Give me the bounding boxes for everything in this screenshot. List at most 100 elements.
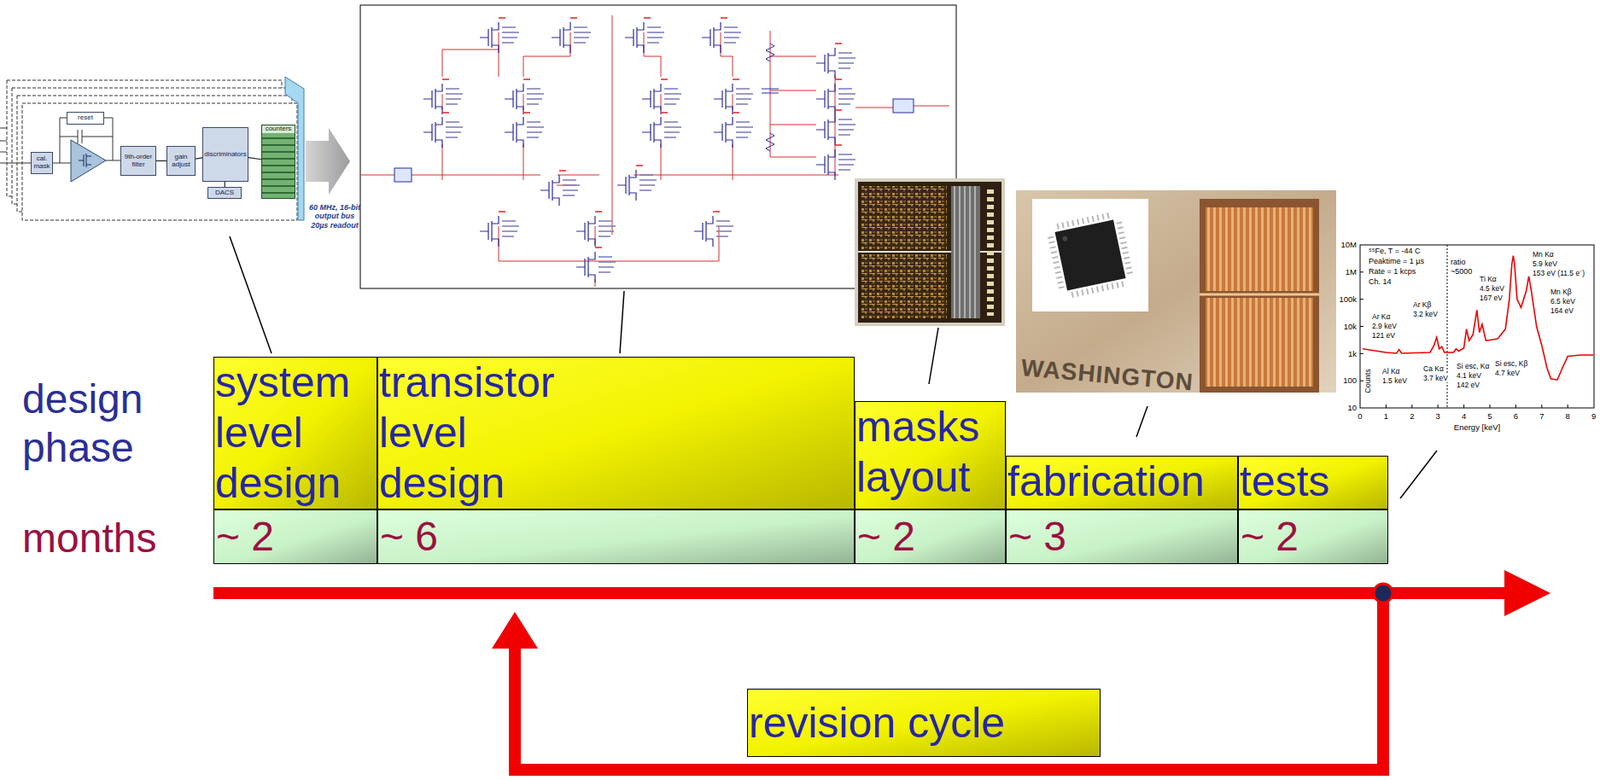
block-box: reset	[66, 111, 105, 125]
block-diagram	[70, 140, 106, 182]
box-text: ~ 3	[1006, 513, 1238, 562]
tick-label: 9	[1591, 411, 1596, 421]
phase-box: masks layout	[854, 401, 1006, 510]
peak-label: Ti Kα	[1479, 274, 1497, 284]
transistor-schematic	[551, 17, 591, 53]
counter-box: counters	[261, 124, 296, 199]
peak-label: 1.5 keV	[1382, 376, 1408, 386]
coin-text: WASHINGTON	[1020, 353, 1196, 398]
peak-label: 3.2 keV	[1413, 309, 1438, 319]
block-box: DACS	[207, 186, 242, 199]
peak-label: Mn Kα	[1532, 250, 1554, 259]
transistor-schematic	[423, 79, 463, 115]
months-box: ~ 3	[1005, 509, 1238, 565]
row-label: design phase	[22, 375, 143, 473]
transistor-schematic	[394, 168, 412, 182]
chip-die-photo	[858, 181, 1002, 323]
box-text: discriminators	[203, 151, 248, 159]
transistor-schematic	[423, 112, 463, 148]
peak-label: Si esc, Kβ	[1494, 359, 1528, 368]
timeline-arrow	[213, 570, 1551, 771]
peak-label: Ar Kβ	[1413, 300, 1431, 310]
axis-title: Counts	[1363, 368, 1373, 394]
peak-label: 4.1 keV	[1456, 371, 1482, 380]
box-text: 9th-order filter	[121, 153, 156, 170]
plot-note: Ch. 14	[1368, 277, 1392, 287]
transistor-schematic	[816, 110, 856, 146]
transistor-schematic	[816, 145, 856, 181]
timeline-arrow	[213, 587, 1512, 600]
fabricated-chip-photo	[1054, 219, 1126, 291]
months-box: ~ 2	[854, 509, 1006, 565]
peak-label: 121 eV	[1372, 331, 1396, 340]
transistor-schematic	[713, 79, 754, 115]
spectrum-plot	[1447, 245, 1449, 409]
tick-label: 6	[1513, 411, 1519, 421]
block-diagram	[0, 163, 31, 164]
peak-label: 2.9 keV	[1372, 321, 1397, 331]
transistor-schematic	[504, 112, 544, 148]
phase-box: transistor level design	[377, 356, 855, 510]
tick-label: 1	[1383, 411, 1389, 421]
transistor-schematic	[479, 17, 520, 53]
transistor-schematic	[540, 170, 580, 206]
plot-note: ratio	[1450, 257, 1466, 268]
plot-note: ⁵⁵Fe, T = -44 C	[1368, 246, 1420, 257]
plot-note: ~5000	[1450, 267, 1472, 277]
peak-label: 167 eV	[1479, 293, 1503, 303]
peak-label: 6.5 keV	[1550, 297, 1576, 306]
block-box: gain adjust	[166, 145, 196, 176]
chip-die-photo	[854, 178, 1005, 327]
box-text: counters	[262, 125, 295, 134]
transistor-schematic	[893, 99, 914, 113]
peak-label: 3.7 keV	[1423, 373, 1449, 383]
fabricated-chip-photo	[1048, 213, 1132, 297]
block-diagram	[59, 129, 113, 144]
wire	[248, 157, 262, 160]
block-box: discriminators	[202, 127, 249, 182]
block-diagram	[305, 128, 351, 195]
tick-label: 0	[1357, 411, 1362, 421]
box-text: tests	[1238, 456, 1388, 508]
timeline-arrow	[491, 612, 538, 649]
fabricated-chip-photo	[1205, 207, 1314, 292]
block-diagram	[0, 76, 351, 221]
tick-label: 7	[1539, 411, 1544, 421]
transistor-schematic	[713, 112, 754, 148]
transistor-schematic	[360, 5, 957, 289]
box-text: ~ 2	[1238, 513, 1388, 562]
months-box: ~ 2	[213, 509, 378, 565]
revision-box: revision cycle	[747, 689, 1101, 758]
transistor-schematic	[701, 17, 742, 53]
tick-label: 100	[1343, 375, 1357, 386]
spectrum-plot	[1360, 272, 1568, 409]
plot-note: Rate = 1 kcps	[1368, 267, 1416, 277]
months-box: ~ 6	[377, 509, 855, 565]
phase-box: system level design	[213, 356, 378, 510]
spectrum-plot	[1360, 245, 1595, 409]
chip-die-photo	[861, 186, 947, 251]
peak-label: 4.5 keV	[1479, 284, 1505, 293]
timeline-arrow	[1504, 570, 1551, 617]
fabricated-chip-photo	[1048, 213, 1132, 297]
transistor-schematic	[617, 165, 657, 201]
peak-label: Si esc, Kα	[1456, 362, 1490, 371]
transistor-schematic	[816, 79, 856, 115]
box-text: gain adjust	[167, 153, 195, 170]
peak-label: Ca Kα	[1423, 364, 1444, 374]
peak-label: 142 eV	[1456, 380, 1480, 390]
tick-label: 10	[1347, 402, 1357, 413]
fabricated-chip-photo	[1199, 293, 1320, 297]
peak-label: 4.7 keV	[1494, 368, 1520, 378]
wire	[195, 157, 203, 159]
timeline-arrow	[1373, 583, 1393, 603]
peak-label: Al Kα	[1382, 367, 1401, 376]
block-box: cal. mask	[30, 151, 53, 175]
box-text: transistor level design	[378, 357, 555, 509]
chip-die-photo	[861, 254, 947, 319]
box-text: ~ 2	[855, 513, 1005, 562]
transistor-schematic	[479, 211, 520, 247]
tick-label: 1k	[1348, 349, 1357, 359]
